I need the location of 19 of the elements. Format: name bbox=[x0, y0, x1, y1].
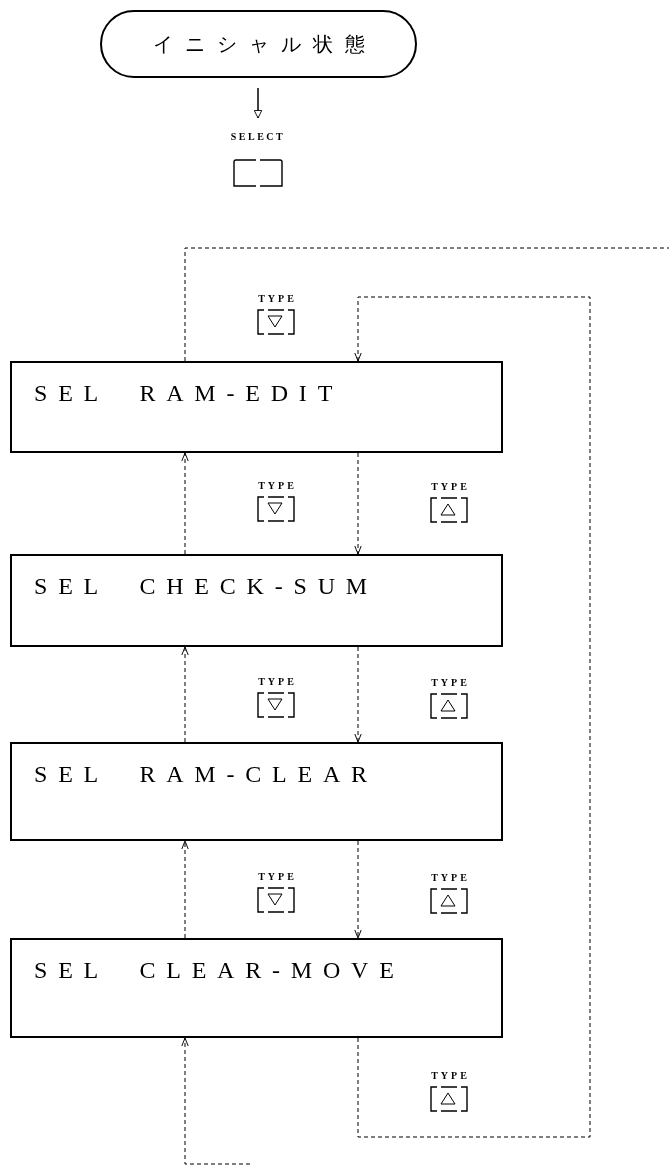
state-box bbox=[10, 554, 503, 647]
key-label: TYPE bbox=[430, 482, 470, 492]
key-label: TYPE bbox=[430, 678, 470, 688]
state-box bbox=[10, 938, 503, 1038]
key-label: TYPE bbox=[257, 481, 297, 491]
key-label: TYPE bbox=[257, 294, 297, 304]
key-label: SELECT bbox=[230, 132, 286, 142]
arrow bbox=[253, 87, 263, 119]
state-label: SEL CLEAR-MOVE bbox=[34, 957, 405, 983]
state-box bbox=[10, 361, 503, 453]
key-label: TYPE bbox=[257, 872, 297, 882]
key-label: TYPE bbox=[430, 873, 470, 883]
key-label: TYPE bbox=[257, 677, 297, 687]
state-label: イニシャル状態 bbox=[151, 32, 377, 57]
state-label: SEL CHECK-SUM bbox=[34, 573, 378, 599]
key-label: TYPE bbox=[430, 1071, 470, 1081]
state-label: SEL RAM-CLEAR bbox=[34, 761, 378, 787]
state-box bbox=[10, 742, 503, 841]
state-label: SEL RAM-EDIT bbox=[34, 380, 344, 406]
